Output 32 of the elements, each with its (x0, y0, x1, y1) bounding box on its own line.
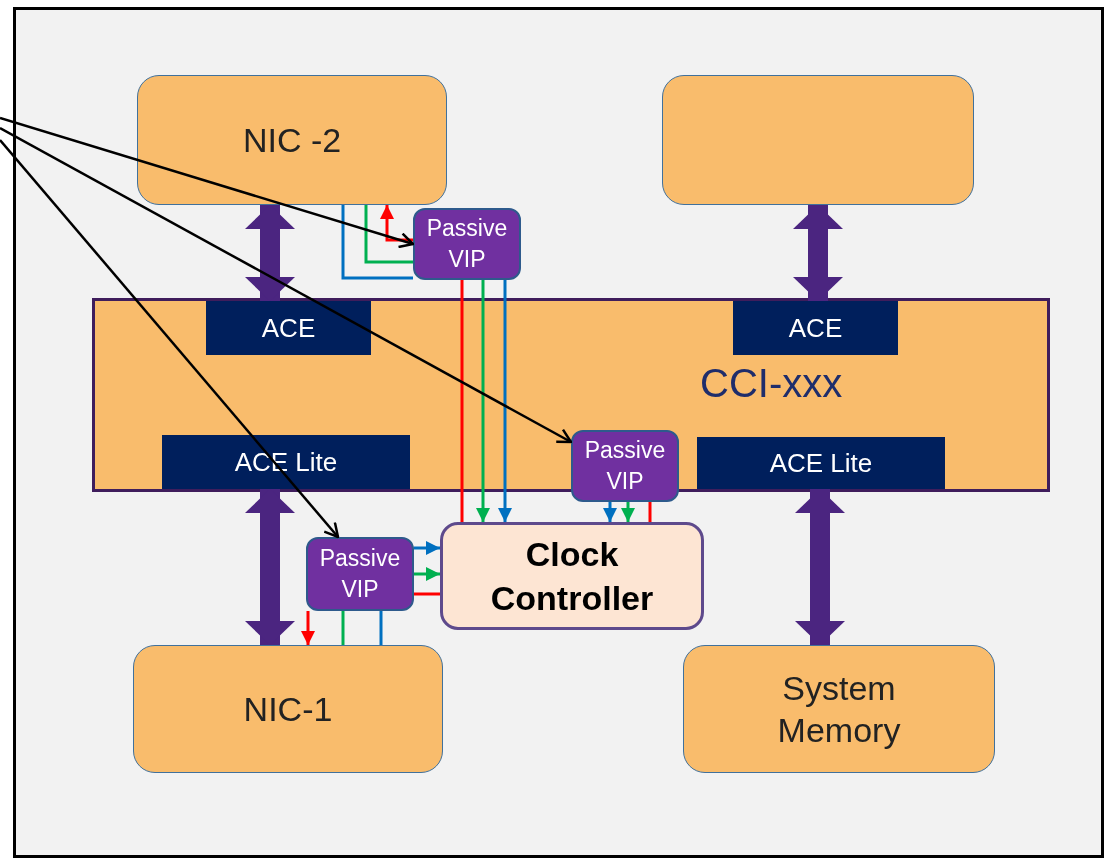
component-box (662, 75, 974, 205)
port-box: ACE (733, 301, 898, 355)
panel-title: CCI-xxx (700, 361, 843, 406)
arrow (380, 205, 413, 242)
arrow (0, 116, 415, 249)
connector-line (414, 592, 440, 596)
port-box: ACE (206, 301, 371, 355)
arrow (0, 139, 340, 539)
component-box: NIC -2 (137, 75, 447, 205)
arrow (0, 126, 573, 444)
vip-box: Passive VIP (413, 208, 521, 280)
component-box: NIC-1 (133, 645, 443, 773)
connector-line (379, 611, 383, 645)
port-box: ACE Lite (697, 437, 945, 489)
component-box: System Memory (683, 645, 995, 773)
vip-box: Passive VIP (571, 430, 679, 502)
arrow (476, 280, 490, 522)
arrow (414, 567, 440, 581)
connector-line (364, 205, 413, 264)
connector-line (460, 280, 464, 522)
interconnect-panel (92, 298, 1050, 492)
arrow (621, 502, 635, 522)
connector-line (648, 502, 652, 522)
connector-line (341, 205, 413, 280)
connector-line (341, 611, 345, 645)
arrow (603, 502, 617, 522)
arrow (414, 541, 440, 555)
arrow (301, 611, 315, 645)
port-box: ACE Lite (162, 435, 410, 489)
arrow (498, 280, 512, 522)
vip-box: Passive VIP (306, 537, 414, 611)
controller-box: Clock Controller (440, 522, 704, 630)
